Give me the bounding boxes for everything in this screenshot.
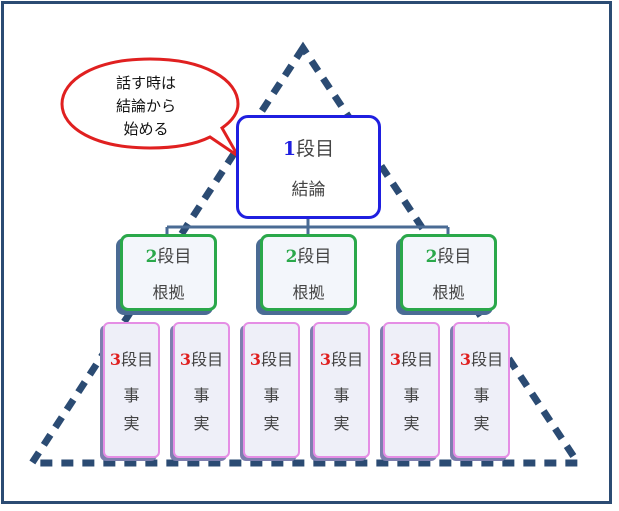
level-number: 3	[319, 350, 332, 369]
bubble-line: 結論から	[115, 97, 176, 115]
level3-box-fact: 3段目 事 実	[103, 322, 160, 458]
level2-title: 2段目	[286, 242, 332, 267]
level-suffix: 段目	[437, 247, 472, 267]
level2-box-reason: 2段目 根拠	[400, 234, 497, 311]
level-number: 3	[389, 350, 402, 369]
level1-title: 1段目	[283, 134, 334, 161]
level-suffix: 段目	[471, 350, 504, 369]
level3-title: 3段目	[250, 346, 293, 370]
level-suffix: 段目	[261, 350, 294, 369]
level-suffix: 段目	[121, 350, 154, 369]
speech-bubble-text: 話す時は 結論から 始める	[96, 72, 196, 141]
level-suffix: 段目	[157, 247, 192, 267]
level1-box-conclusion: 1段目 結論	[236, 115, 381, 219]
level2-title: 2段目	[146, 242, 192, 267]
level-number: 1	[282, 138, 297, 160]
level3-title: 3段目	[180, 346, 223, 370]
level3-line: 事	[403, 386, 420, 405]
level3-line: 事	[333, 386, 350, 405]
level3-title: 3段目	[110, 346, 153, 370]
bubble-line: 始める	[123, 120, 169, 138]
level3-box-fact: 3段目 事 実	[383, 322, 440, 458]
level2-label: 根拠	[432, 283, 465, 302]
level-suffix: 段目	[297, 247, 332, 267]
level2-title: 2段目	[426, 242, 472, 267]
level3-line: 事	[123, 386, 140, 405]
level3-line: 実	[123, 414, 140, 433]
level3-line: 事	[263, 386, 280, 405]
level2-label: 根拠	[292, 283, 325, 302]
level3-box-fact: 3段目 事 実	[453, 322, 510, 458]
speech-bubble	[60, 57, 240, 158]
level-number: 2	[425, 247, 438, 267]
level3-box-fact: 3段目 事 実	[243, 322, 300, 458]
level-number: 3	[179, 350, 192, 369]
bubble-line: 話す時は	[115, 74, 176, 92]
level3-line: 実	[473, 414, 490, 433]
level-number: 3	[109, 350, 122, 369]
level-suffix: 段目	[401, 350, 434, 369]
level-number: 2	[145, 247, 158, 267]
level-suffix: 段目	[191, 350, 224, 369]
level3-title: 3段目	[390, 346, 433, 370]
level3-line: 実	[263, 414, 280, 433]
level3-line: 事	[473, 386, 490, 405]
level3-box-fact: 3段目 事 実	[313, 322, 370, 458]
level3-line: 事	[193, 386, 210, 405]
level-suffix: 段目	[296, 138, 335, 160]
level3-title: 3段目	[320, 346, 363, 370]
level3-line: 実	[333, 414, 350, 433]
level2-box-reason: 2段目 根拠	[260, 234, 357, 311]
level-number: 2	[285, 247, 298, 267]
level2-label: 根拠	[152, 283, 185, 302]
level3-line: 実	[403, 414, 420, 433]
level3-box-fact: 3段目 事 実	[173, 322, 230, 458]
level3-title: 3段目	[460, 346, 503, 370]
level1-label: 結論	[291, 180, 326, 200]
level-number: 3	[249, 350, 262, 369]
level2-box-reason: 2段目 根拠	[120, 234, 217, 311]
level3-line: 実	[193, 414, 210, 433]
level-suffix: 段目	[331, 350, 364, 369]
level-number: 3	[459, 350, 472, 369]
